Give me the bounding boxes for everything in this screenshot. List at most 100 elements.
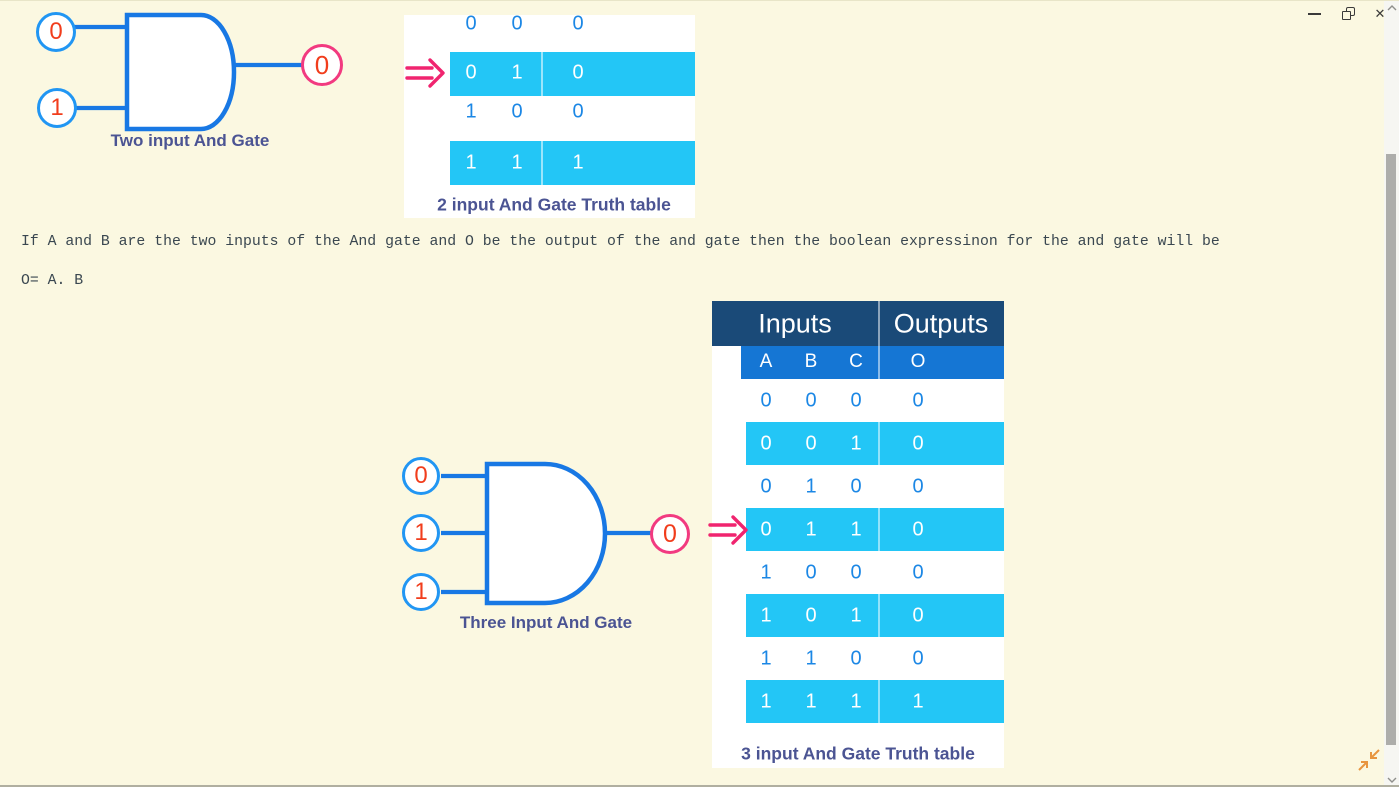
truth-cell: 0	[511, 12, 523, 35]
column-header-row	[741, 346, 1004, 379]
scroll-up-button[interactable]	[1384, 1, 1399, 15]
truth-cell: 1	[465, 100, 477, 123]
truth-cell: 1	[850, 604, 862, 627]
truth-cell: 0	[572, 61, 584, 84]
truth-cell: 0	[912, 518, 924, 541]
input-value: 0	[49, 18, 63, 45]
column-divider	[541, 52, 543, 96]
truth-cell: 0	[912, 432, 924, 455]
window-bottom-edge	[0, 785, 1399, 787]
truth-cell: 0	[465, 12, 477, 35]
truth-cell: 0	[850, 647, 862, 670]
truth-cell: 0	[912, 647, 924, 670]
column-label: C	[849, 351, 863, 372]
truth-table-3: Inputs Outputs A B C O 0 0 0 0 0 0 1 0 0…	[712, 301, 1004, 768]
minimize-icon	[1307, 12, 1321, 15]
row-pointer-icon	[405, 58, 445, 88]
restore-button[interactable]	[1333, 1, 1363, 26]
truth-cell: 0	[912, 475, 924, 498]
truth-cell: 0	[850, 475, 862, 498]
highlight-row	[450, 141, 695, 185]
minimize-button[interactable]	[1299, 1, 1329, 26]
table-caption: 3 input And Gate Truth table	[741, 743, 975, 764]
truth-cell: 0	[760, 475, 772, 498]
truth-cell: 0	[850, 389, 862, 412]
output-value: 0	[663, 519, 677, 548]
truth-cell: 0	[572, 100, 584, 123]
truth-cell: 1	[511, 61, 523, 84]
table-header	[712, 301, 1004, 346]
and-gate-body	[124, 12, 237, 132]
close-button[interactable]: ✕	[1365, 1, 1395, 26]
truth-cell: 1	[805, 518, 817, 541]
output-node: 0	[301, 44, 343, 86]
truth-cell: 1	[805, 690, 817, 713]
gate-label: Three Input And Gate	[459, 613, 633, 632]
scrollbar-thumb[interactable]	[1386, 154, 1396, 745]
and-gate-2-shape	[74, 12, 303, 132]
truth-cell: 1	[760, 647, 772, 670]
truth-cell: 0	[805, 604, 817, 627]
chevron-down-icon	[1387, 777, 1396, 783]
exit-fullscreen-icon[interactable]	[1356, 747, 1382, 773]
truth-cell: 1	[465, 151, 477, 174]
truth-cell: 0	[760, 518, 772, 541]
output-value: 0	[314, 49, 330, 80]
paragraph-line-1: If A and B are the two inputs of the And…	[21, 234, 1220, 250]
truth-cell: 1	[760, 690, 772, 713]
truth-cell: 0	[912, 389, 924, 412]
truth-cell: 0	[465, 61, 477, 84]
truth-cell: 0	[850, 561, 862, 584]
table-caption: 2 input And Gate Truth table	[437, 194, 671, 215]
truth-cell: 1	[850, 518, 862, 541]
chevron-up-icon	[1387, 5, 1396, 11]
highlight-row	[746, 508, 1004, 551]
gate-label: Two input And Gate	[110, 131, 270, 150]
highlight-row	[746, 680, 1004, 723]
input-node: 1	[37, 88, 77, 128]
vertical-scrollbar[interactable]	[1384, 1, 1399, 787]
truth-cell: 0	[511, 100, 523, 123]
output-node: 0	[650, 514, 690, 554]
and-gate-3-shape	[441, 461, 652, 606]
column-label: O	[910, 351, 926, 372]
column-divider	[541, 141, 543, 185]
truth-cell: 0	[760, 432, 772, 455]
truth-cell: 0	[572, 12, 584, 35]
input-value: 1	[414, 519, 428, 546]
input-node: 0	[36, 12, 76, 52]
scroll-down-button[interactable]	[1384, 773, 1399, 787]
close-icon: ✕	[1374, 6, 1386, 21]
highlight-row	[746, 422, 1004, 465]
input-node: 1	[402, 573, 440, 611]
boolean-expression: O= A. B	[21, 273, 84, 289]
input-value: 1	[50, 94, 64, 121]
truth-cell: 0	[805, 389, 817, 412]
truth-cell: 0	[912, 604, 924, 627]
truth-cell: 1	[511, 151, 523, 174]
input-node: 0	[402, 457, 440, 495]
truth-cell: 1	[850, 432, 862, 455]
inputs-outputs-divider	[878, 301, 880, 723]
input-value: 0	[414, 462, 428, 489]
truth-table-2: 0 0 0 0 1 0 1 0 0 1 1 1 2 input And Gate…	[404, 12, 695, 218]
truth-cell: 0	[912, 561, 924, 584]
highlight-row	[746, 594, 1004, 637]
truth-cell: 1	[805, 647, 817, 670]
restore-icon	[1341, 7, 1355, 20]
truth-cell: 1	[572, 151, 584, 174]
truth-cell: 1	[850, 690, 862, 713]
column-label: A	[759, 351, 773, 372]
truth-cell: 0	[760, 389, 772, 412]
header-inputs: Inputs	[758, 308, 832, 339]
column-label: B	[804, 351, 818, 372]
truth-cell: 0	[805, 432, 817, 455]
truth-cell: 1	[760, 604, 772, 627]
truth-cell: 1	[805, 475, 817, 498]
input-value: 1	[414, 578, 428, 605]
and-gate-body	[484, 461, 608, 606]
truth-cell: 1	[760, 561, 772, 584]
truth-cell: 1	[912, 690, 924, 713]
row-pointer-icon	[708, 515, 748, 545]
